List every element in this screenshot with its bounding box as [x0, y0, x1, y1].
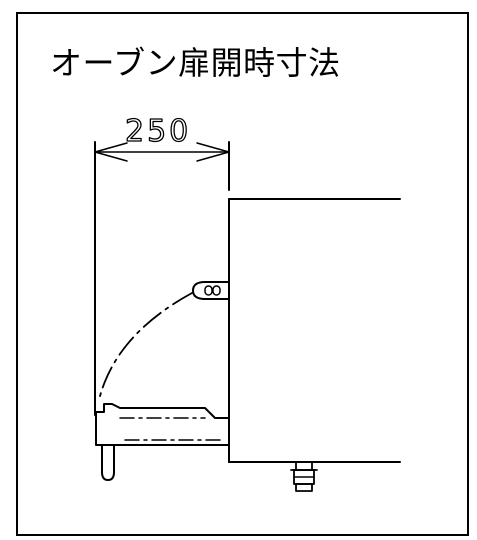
- oven-foot: [290, 461, 318, 492]
- door-handle: [192, 281, 230, 300]
- dimension-value: 250: [125, 114, 191, 149]
- oven-body: [228, 198, 401, 463]
- diagram-title: オーブン扉開時寸法: [50, 44, 341, 82]
- drawing-frame: [16, 12, 469, 536]
- arrowhead-right: [196, 142, 230, 162]
- door-swing-arc: [98, 292, 193, 401]
- open-door: [95, 403, 230, 481]
- arrowhead-left: [94, 142, 128, 162]
- dimension-250: 250: [94, 113, 230, 416]
